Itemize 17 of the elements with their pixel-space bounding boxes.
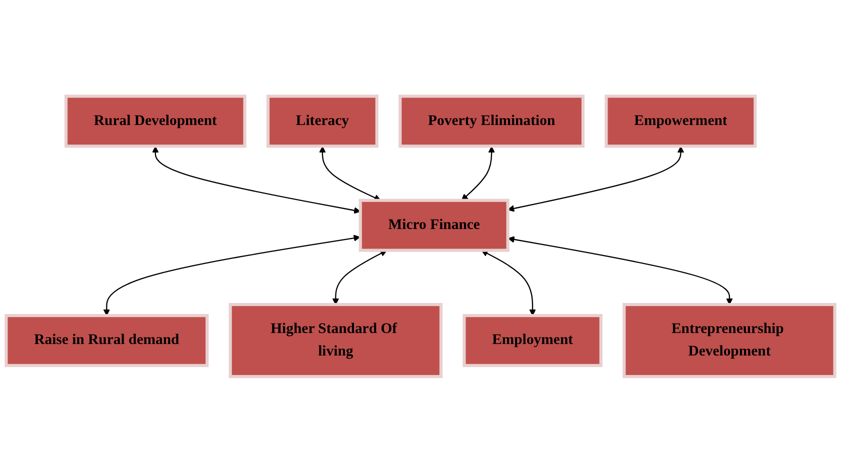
arrow bbox=[481, 250, 536, 316]
node-box: Higher Standard Of living bbox=[228, 302, 443, 378]
arrow bbox=[508, 146, 684, 212]
arrow bbox=[319, 146, 381, 200]
node-box: Literacy bbox=[266, 94, 378, 148]
node-box: Poverty Elimination bbox=[398, 94, 585, 148]
arrow bbox=[152, 146, 361, 214]
arrow bbox=[332, 250, 387, 304]
node-box: Entrepreneurship Development bbox=[622, 302, 836, 378]
node-box: Micro Finance bbox=[358, 198, 510, 252]
arrow bbox=[508, 236, 733, 304]
arrow bbox=[103, 234, 360, 316]
node-box: Employment bbox=[462, 314, 602, 367]
arrow bbox=[461, 146, 495, 200]
node-box: Rural Development bbox=[64, 94, 246, 148]
node-box: Empowerment bbox=[604, 94, 757, 148]
node-box: Raise in Rural demand bbox=[4, 314, 209, 367]
